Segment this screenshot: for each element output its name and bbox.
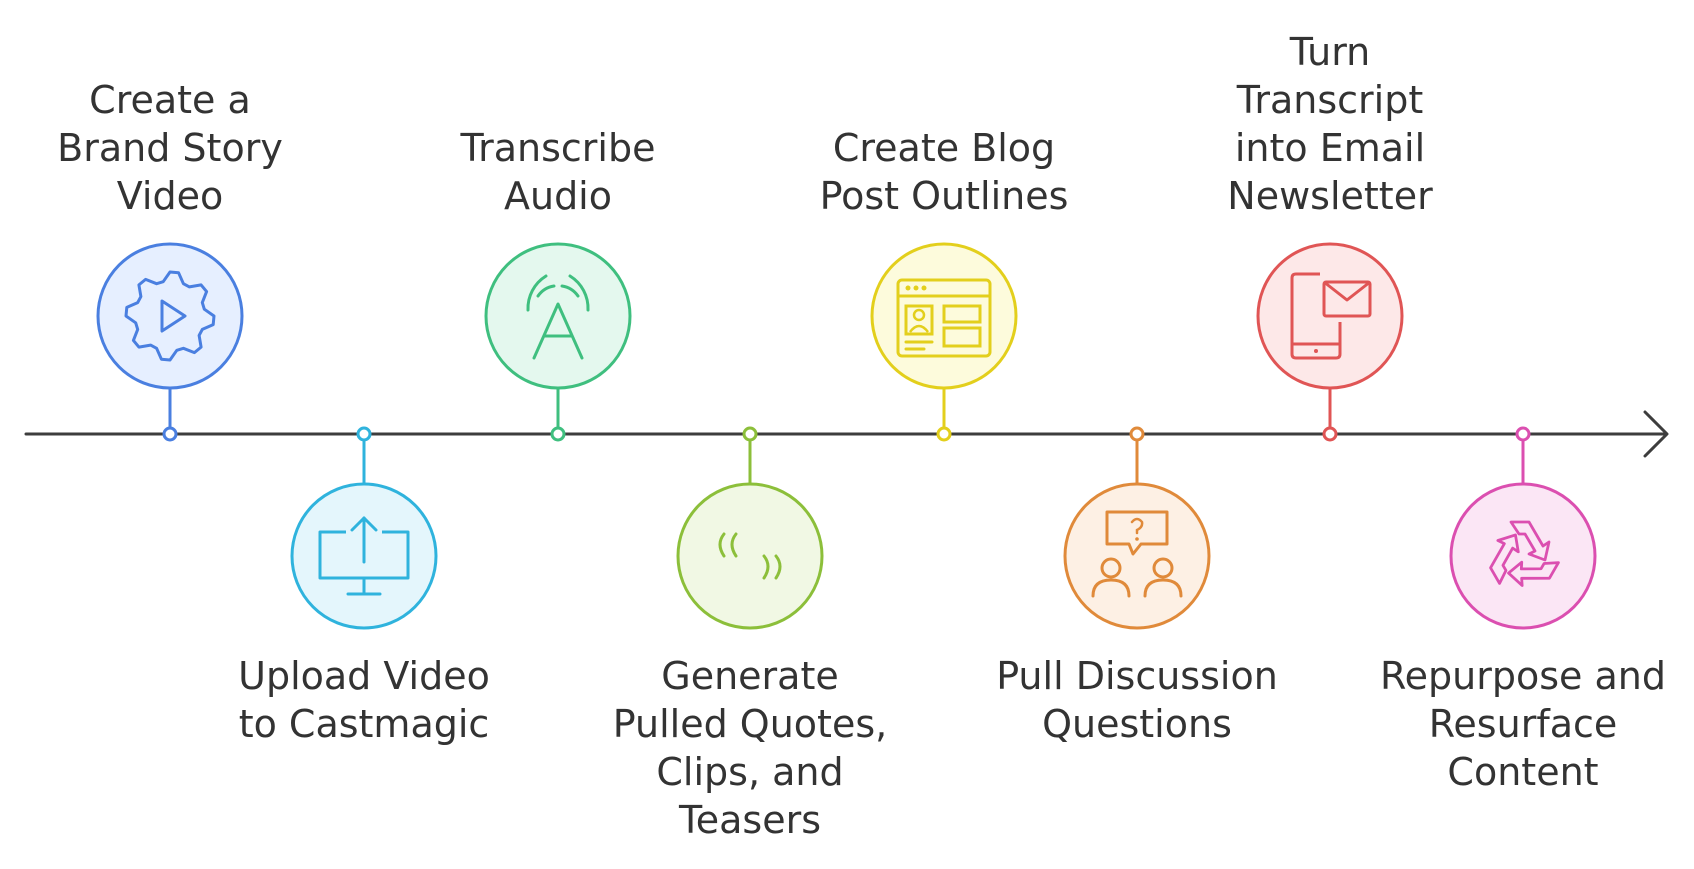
- timeline-node: [936, 426, 952, 442]
- step-label-line: Pull Discussion: [996, 654, 1278, 698]
- step-quotes: [676, 426, 824, 630]
- gear-play-icon: [124, 270, 216, 362]
- monitor-upload-icon: [318, 516, 410, 596]
- step-brand-story: [96, 242, 244, 442]
- step-badge: [1063, 482, 1211, 630]
- step-label-line: Newsletter: [1227, 174, 1433, 218]
- step-badge: [1449, 482, 1597, 630]
- people-question-icon: [1091, 510, 1183, 598]
- step-label-line: Clips, and: [656, 750, 844, 794]
- step-label-line: Generate: [661, 654, 839, 698]
- step-badge: [676, 482, 824, 630]
- timeline-node: [1322, 426, 1338, 442]
- step-label-line: Questions: [1042, 702, 1232, 746]
- step-blog: [870, 242, 1018, 442]
- timeline-node: [1129, 426, 1145, 442]
- step-badge: [96, 242, 244, 390]
- step-label-line: Transcript: [1236, 78, 1424, 122]
- step-newsletter: [1256, 242, 1404, 442]
- step-label-line: Content: [1447, 750, 1599, 794]
- step-label-line: Turn: [1289, 30, 1371, 74]
- step-label-line: Create Blog: [832, 126, 1056, 170]
- step-repurpose: [1449, 426, 1597, 630]
- step-label-line: Repurpose and: [1379, 654, 1667, 698]
- step-label-line: Transcribe: [460, 126, 656, 170]
- timeline-node: [162, 426, 178, 442]
- timeline-node: [742, 426, 758, 442]
- timeline-arrow-head: [1643, 410, 1669, 458]
- step-label-line: Pulled Quotes,: [612, 702, 888, 746]
- step-label-line: into Email: [1234, 126, 1426, 170]
- quote-marks-icon: [718, 532, 782, 580]
- browser-layout-icon: [896, 278, 992, 358]
- step-label-line: Audio: [503, 174, 612, 218]
- step-discussion: [1063, 426, 1211, 630]
- step-label-line: Teasers: [678, 798, 822, 842]
- timeline-node: [1515, 426, 1531, 442]
- step-label-line: to Castmagic: [238, 702, 490, 746]
- timeline-node: [550, 426, 566, 442]
- phone-mail-icon: [1290, 272, 1372, 360]
- recycle-icon: [1489, 520, 1560, 587]
- step-label-line: Upload Video: [238, 654, 490, 698]
- step-label-line: Post Outlines: [819, 174, 1069, 218]
- step-label-line: Create a: [89, 78, 251, 122]
- step-upload: [290, 426, 438, 630]
- step-label-line: Brand Story: [57, 126, 283, 170]
- speech-letter-icon: [526, 274, 590, 360]
- step-badge: [484, 242, 632, 390]
- step-label-line: Resurface: [1428, 702, 1618, 746]
- step-transcribe: [484, 242, 632, 442]
- timeline-node: [356, 426, 372, 442]
- step-label-line: Video: [116, 174, 224, 218]
